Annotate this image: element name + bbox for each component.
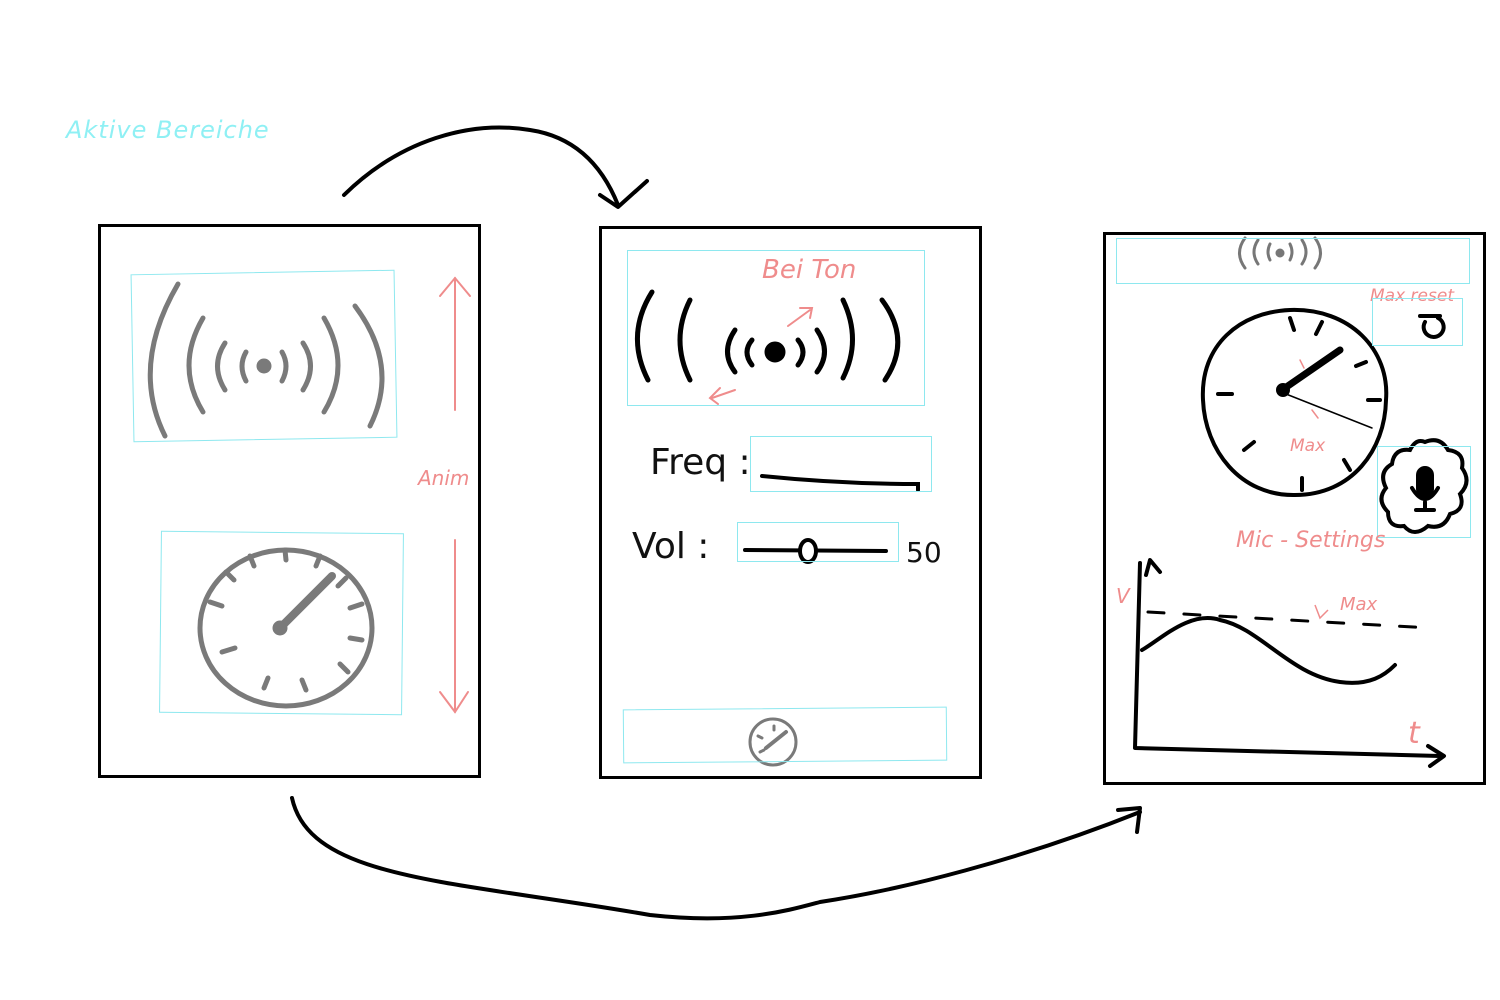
freq-label: Freq :: [650, 442, 751, 483]
graph-max-arrow: [1314, 604, 1329, 620]
beep-arrows: [708, 307, 814, 405]
arrow-main-to-tone: [342, 125, 649, 209]
beep-label: Bei Ton: [762, 255, 857, 285]
area-reset[interactable]: [1372, 298, 1463, 346]
speedometer-icon-large: [197, 547, 375, 709]
wave-icon-small: [1238, 236, 1322, 270]
screen-meter: [1103, 232, 1486, 785]
mic-settings-label: Mic - Settings: [1236, 528, 1386, 553]
arrow-main-to-meter: [290, 796, 1142, 921]
level-graph: [1133, 558, 1446, 768]
max-label: Max: [1290, 436, 1326, 456]
volume-slider: [743, 538, 888, 564]
speedometer-icon-small: [748, 717, 798, 767]
screen-main: [98, 224, 481, 778]
anim-label: Anim: [418, 466, 470, 490]
area-nav-tone[interactable]: [1116, 238, 1470, 284]
reset-icon: [1418, 314, 1446, 339]
graph-y-label: V: [1116, 584, 1130, 608]
anim-arrows: [439, 276, 471, 714]
graph-x-label: t: [1408, 716, 1420, 751]
mic-settings-icon: [1379, 438, 1469, 534]
area-mic-settings[interactable]: [1377, 446, 1471, 538]
vol-slider-area[interactable]: [737, 522, 899, 562]
area-meter-button[interactable]: [159, 530, 404, 716]
graph-max-label: Max: [1340, 594, 1378, 615]
freq-input[interactable]: [750, 436, 932, 492]
max-pointer-arrows: [1299, 359, 1319, 419]
reset-label: Max reset: [1370, 286, 1454, 306]
wave-icon-tone: [635, 289, 901, 383]
freq-line: [760, 474, 920, 492]
area-nav-meter[interactable]: [622, 706, 948, 764]
vol-value: 50: [906, 536, 942, 569]
speedometer-icon-meter: [1200, 307, 1389, 498]
legend-active-areas: Aktive Bereiche: [66, 116, 270, 144]
screen-tone: [599, 226, 982, 779]
area-tone-button[interactable]: [130, 269, 398, 443]
wave-icon-large: [147, 281, 385, 439]
area-tone-play[interactable]: [627, 250, 925, 406]
vol-label: Vol :: [632, 526, 710, 567]
